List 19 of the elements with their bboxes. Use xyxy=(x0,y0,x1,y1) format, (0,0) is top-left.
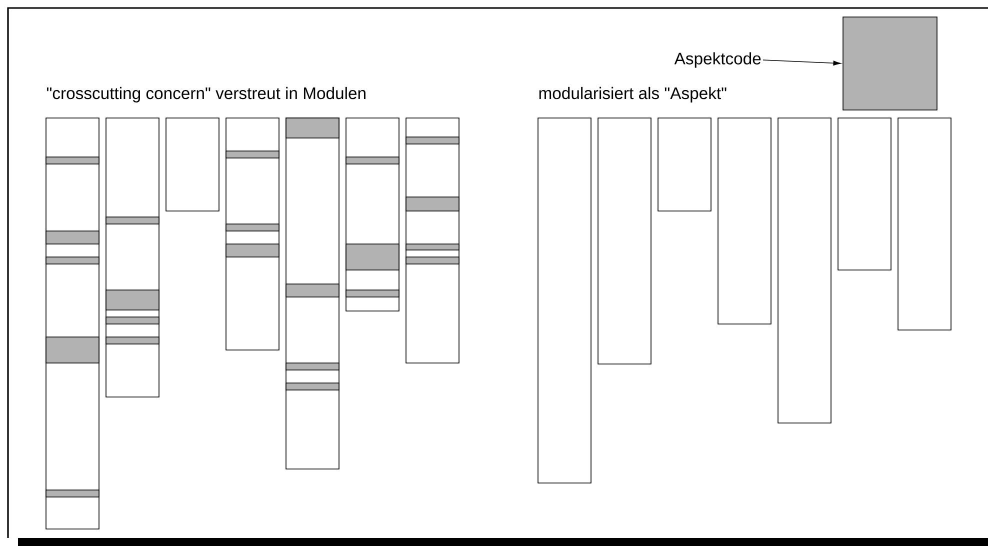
module-column xyxy=(718,118,772,324)
module-column xyxy=(166,118,220,212)
module-column xyxy=(598,118,652,364)
module-column xyxy=(286,118,340,470)
module-column xyxy=(838,118,892,270)
heading: modularisiert als "Aspekt" xyxy=(539,86,726,102)
arrow xyxy=(762,60,841,66)
module-column xyxy=(346,118,400,312)
module-column xyxy=(658,118,712,212)
module-column xyxy=(898,118,952,330)
module-column xyxy=(106,118,160,398)
module-column xyxy=(538,118,592,484)
module-column xyxy=(778,118,832,424)
heading: "crosscutting concern" verstreut in Modulen xyxy=(46,86,366,102)
aspect-box xyxy=(842,16,938,110)
label-text: Aspektcode xyxy=(674,52,761,68)
module-column xyxy=(406,118,460,364)
module-column xyxy=(46,118,100,530)
module-column xyxy=(226,118,280,350)
